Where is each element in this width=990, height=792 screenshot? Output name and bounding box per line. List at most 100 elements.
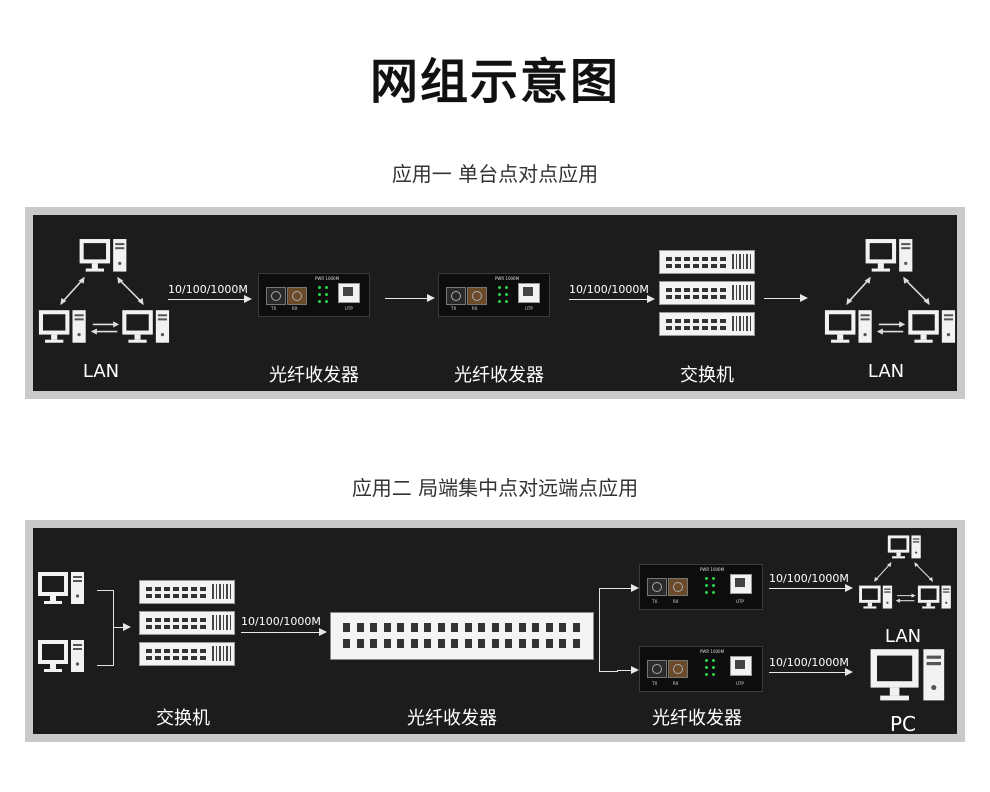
switch-port bbox=[684, 264, 690, 268]
switch-port bbox=[191, 594, 197, 598]
patch-slot bbox=[370, 639, 377, 648]
arrow-to-switch bbox=[113, 622, 131, 631]
speed-label-1: 10/100/1000M bbox=[168, 283, 248, 296]
switch-port bbox=[711, 295, 717, 299]
switch-vent bbox=[749, 285, 751, 300]
page-title: 网组示意图 bbox=[369, 54, 620, 110]
status-leds bbox=[702, 573, 718, 601]
patch-slot bbox=[532, 623, 539, 632]
switch-vent bbox=[219, 615, 221, 630]
switch-vent bbox=[215, 584, 217, 599]
switch-port bbox=[200, 625, 206, 629]
app1-diagram-panel: LAN 10/100/1000M TX RX PWR 1000M UTP 光纤收… bbox=[25, 207, 965, 399]
rj45-port-icon bbox=[730, 656, 752, 676]
switch-port bbox=[720, 319, 726, 323]
switch-vent bbox=[222, 646, 224, 661]
patch-label: 光纤收发器 bbox=[407, 708, 497, 729]
patch-slot bbox=[437, 639, 445, 648]
switch-port bbox=[182, 618, 188, 622]
switch-port bbox=[146, 656, 152, 660]
switch-vent bbox=[735, 285, 737, 300]
rj45-port-icon bbox=[730, 574, 752, 594]
switch-port bbox=[200, 656, 206, 660]
switch-vent bbox=[222, 615, 224, 630]
switch-port bbox=[155, 649, 161, 653]
patch-slot bbox=[410, 623, 418, 632]
switch-vent bbox=[219, 584, 221, 599]
app2-diagram-canvas: 交换机 10/100/1000M 光纤收发器 TX RX PWR 1000M bbox=[33, 528, 957, 736]
arrow-3 bbox=[569, 294, 655, 303]
utp-label: UTP bbox=[345, 306, 353, 311]
patch-slot bbox=[491, 623, 499, 632]
patch-slot bbox=[545, 639, 553, 648]
switch-vent bbox=[735, 316, 737, 331]
switch-port bbox=[173, 587, 179, 591]
switch-port bbox=[182, 649, 188, 653]
switch-port bbox=[702, 326, 708, 330]
switch-port bbox=[173, 649, 179, 653]
patch-slot bbox=[505, 639, 512, 648]
switch-port bbox=[684, 326, 690, 330]
switch-port bbox=[666, 257, 672, 261]
tx-port-icon bbox=[266, 287, 286, 305]
switch-unit-icon bbox=[139, 611, 235, 635]
arrow-to-conv-top bbox=[617, 583, 639, 592]
switch-stack bbox=[659, 250, 759, 350]
switch-vent bbox=[742, 316, 744, 331]
switch-label: 交换机 bbox=[680, 365, 734, 386]
rx-port-icon bbox=[467, 287, 487, 305]
switch-port bbox=[693, 264, 699, 268]
rx-port-icon bbox=[668, 578, 688, 596]
media-converter-2: TX RX PWR 1000M UTP bbox=[438, 273, 550, 317]
patch-slot bbox=[505, 623, 512, 632]
switch-vent bbox=[212, 615, 214, 630]
switch-port bbox=[720, 326, 726, 330]
app2-subtitle: 应用二 局端集中点对远端点应用 bbox=[351, 476, 639, 500]
switch-port bbox=[164, 625, 170, 629]
media-converter-1: TX RX PWR 1000M UTP bbox=[258, 273, 370, 317]
switch-port bbox=[164, 656, 170, 660]
utp-label: UTP bbox=[736, 599, 744, 604]
switch-unit-icon bbox=[659, 312, 755, 336]
switch-stack bbox=[139, 580, 239, 680]
switch-port bbox=[702, 264, 708, 268]
switch-port bbox=[666, 326, 672, 330]
tx-port-icon bbox=[647, 578, 667, 596]
switch-port bbox=[711, 319, 717, 323]
switch-port bbox=[182, 587, 188, 591]
switch-port bbox=[200, 587, 206, 591]
lan-label: LAN bbox=[884, 626, 922, 647]
speed-label-3: 10/100/1000M bbox=[241, 615, 321, 628]
switch-port bbox=[191, 625, 197, 629]
switch-vent bbox=[739, 316, 741, 331]
switch-vent bbox=[229, 646, 231, 661]
switch-vent bbox=[215, 615, 217, 630]
patch-slot bbox=[356, 639, 364, 648]
switch-vent bbox=[739, 285, 741, 300]
switch-port bbox=[720, 288, 726, 292]
switch-port bbox=[702, 257, 708, 261]
app1-diagram-canvas: LAN 10/100/1000M TX RX PWR 1000M UTP 光纤收… bbox=[33, 215, 957, 391]
switch-vent bbox=[212, 584, 214, 599]
patch-slot bbox=[410, 639, 418, 648]
pwr-label: PWR 1000M bbox=[700, 649, 725, 654]
switch-port bbox=[200, 594, 206, 598]
chassis-patch-panel bbox=[330, 612, 594, 660]
lan-right-label: LAN bbox=[867, 361, 905, 382]
converter-label-2: 光纤收发器 bbox=[652, 708, 742, 729]
switch-port bbox=[200, 618, 206, 622]
pwr-label: PWR 1000M bbox=[315, 276, 340, 281]
switch-port bbox=[675, 288, 681, 292]
rj45-port-icon bbox=[338, 283, 360, 303]
lan-right-icon bbox=[823, 237, 957, 359]
patch-slot bbox=[397, 639, 404, 648]
patch-slot bbox=[491, 639, 499, 648]
switch-port bbox=[711, 326, 717, 330]
switch-port bbox=[666, 264, 672, 268]
status-leds bbox=[315, 282, 331, 310]
switch-port bbox=[675, 264, 681, 268]
switch-port bbox=[693, 288, 699, 292]
switch-port bbox=[720, 264, 726, 268]
patch-slot bbox=[451, 639, 458, 648]
switch-port bbox=[191, 656, 197, 660]
